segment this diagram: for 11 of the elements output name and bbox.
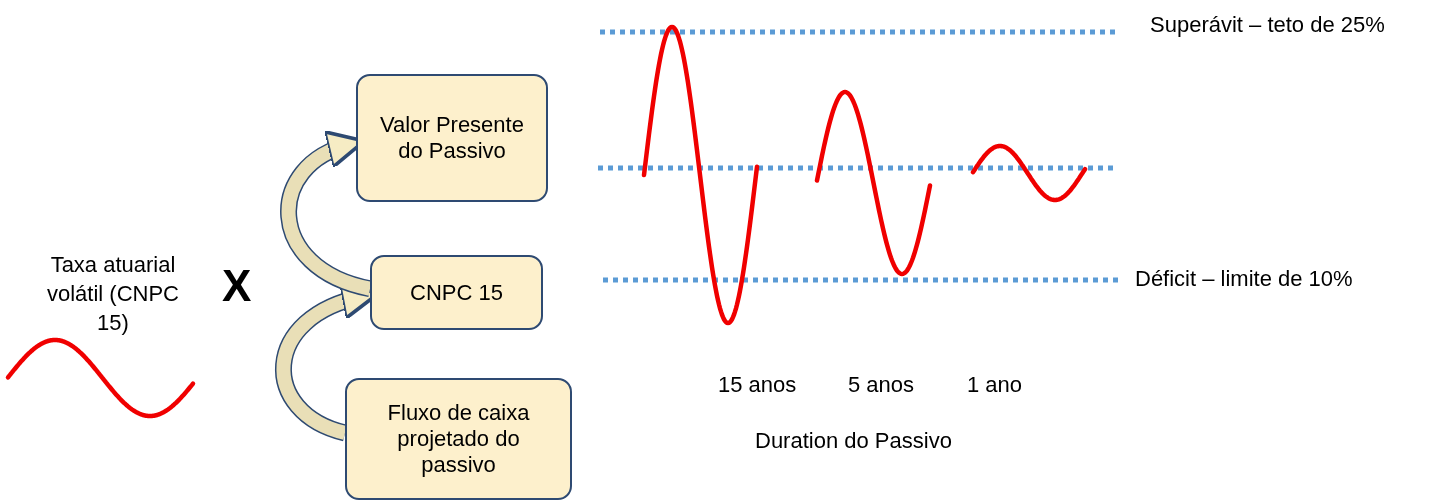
process-box: Fluxo de caixa projetado do passivo [345,378,572,500]
axis-label: 1 ano [967,372,1023,398]
axis-label: 15 anos [718,372,797,398]
axis-label: 5 anos [848,372,915,398]
process-box: CNPC 15 [370,255,543,330]
process-box: Valor Presente do Passivo [356,74,548,202]
multiply-sign: X [222,262,252,310]
threshold-label: Superávit – teto de 25% [1150,12,1385,38]
threshold-label: Déficit – limite de 10% [1135,266,1353,292]
body-text: Taxa atuarial volátil (CNPC 15) [46,251,180,337]
axis-title: Duration do Passivo [755,428,952,454]
